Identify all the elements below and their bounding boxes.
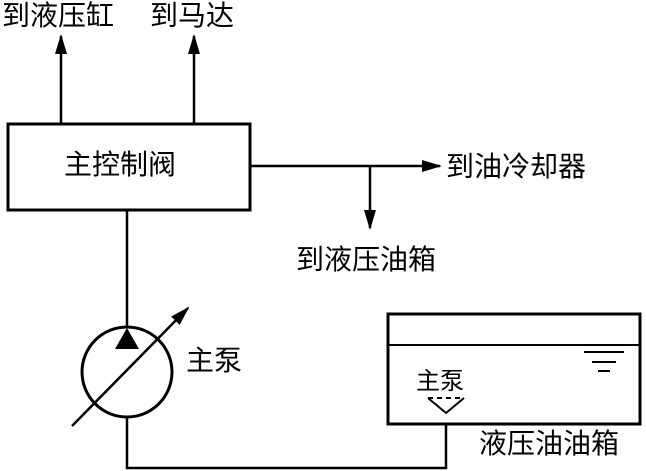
label-hydraulic-tank: 液压油油箱 — [479, 427, 620, 460]
suction-strainer — [427, 397, 465, 415]
label-tank-pump: 主泵 — [416, 367, 464, 395]
label-to-motor: 到马达 — [150, 0, 235, 32]
label-to-oil-cooler: 到油冷却器 — [446, 150, 587, 183]
label-main-pump: 主泵 — [186, 344, 243, 377]
pump-variable-arrow — [71, 306, 190, 427]
suction-line — [125, 412, 448, 470]
hydraulic-tank-box — [386, 312, 642, 426]
label-to-cylinder: 到液压缸 — [2, 0, 115, 32]
main-control-valve-box — [6, 122, 252, 212]
label-main-control-valve: 主控制阀 — [64, 148, 177, 181]
label-to-hydraulic-tank: 到液压油箱 — [296, 243, 437, 276]
pump-direction-triangle — [115, 328, 139, 349]
